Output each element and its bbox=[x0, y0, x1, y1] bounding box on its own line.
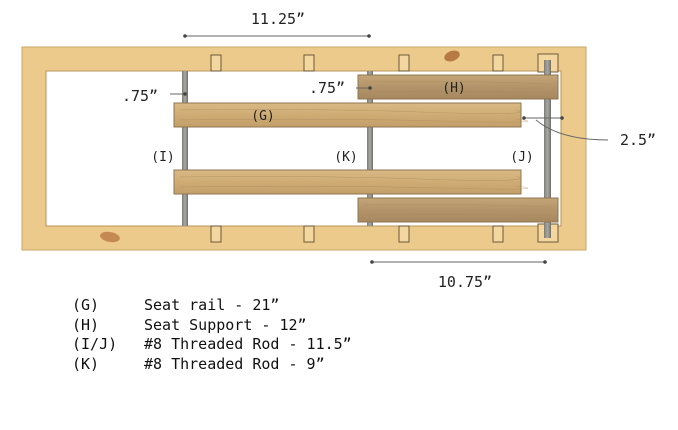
slot bbox=[398, 225, 410, 243]
dim-end bbox=[543, 260, 547, 264]
legend-code: (G) bbox=[72, 296, 100, 314]
parts-legend: (G) Seat rail - 21” (H) Seat Support - 1… bbox=[72, 296, 352, 374]
slot bbox=[210, 225, 222, 243]
threaded-rod-k bbox=[367, 71, 373, 226]
wood-grain bbox=[179, 81, 553, 217]
spacing-leader bbox=[535, 119, 609, 141]
wood-knot bbox=[100, 231, 120, 243]
dim-end bbox=[367, 34, 371, 38]
legend-text: #8 Threaded Rod - 9” bbox=[144, 354, 325, 373]
seat-rail-g-bottom bbox=[173, 169, 522, 195]
legend-row: (G) Seat rail - 21” bbox=[72, 296, 352, 316]
spacing-label: 2.5” bbox=[620, 131, 656, 149]
legend-text: #8 Threaded Rod - 11.5” bbox=[144, 335, 352, 353]
part-label-k: (K) bbox=[334, 150, 357, 165]
legend-code: (K) bbox=[72, 354, 100, 373]
dim-end bbox=[368, 86, 372, 90]
bottom-span-label: 10.75” bbox=[438, 273, 492, 290]
wood-knot bbox=[444, 50, 460, 62]
slot bbox=[303, 54, 315, 72]
right-offset-label: .75” bbox=[309, 79, 345, 97]
bench-assembly-diagram: 11.25” 10.75” .75” .75” 2.5” (H) (G) (I)… bbox=[21, 10, 656, 290]
top-span-label: 11.25” bbox=[251, 10, 305, 28]
slot bbox=[398, 54, 410, 72]
legend-row: (K) #8 Threaded Rod - 9” bbox=[72, 355, 352, 375]
slot bbox=[210, 54, 222, 72]
seat-support-h-bottom bbox=[357, 197, 559, 223]
legend-code: (H) bbox=[72, 315, 100, 334]
slot bbox=[492, 54, 504, 72]
slot bbox=[492, 225, 504, 243]
dim-end bbox=[370, 260, 374, 264]
part-label-g: (G) bbox=[251, 109, 274, 124]
threaded-rod-j bbox=[544, 60, 551, 238]
slot bbox=[303, 225, 315, 243]
legend-row: (I/J) #8 Threaded Rod - 11.5” bbox=[72, 335, 352, 355]
legend-text: Seat rail - 21” bbox=[144, 296, 280, 314]
legend-text: Seat Support - 12” bbox=[144, 315, 307, 334]
part-label-h: (H) bbox=[442, 81, 465, 96]
legend-code: (I/J) bbox=[72, 335, 118, 353]
part-label-j: (J) bbox=[510, 150, 533, 165]
dim-end bbox=[560, 116, 564, 120]
dim-end bbox=[522, 116, 526, 120]
dim-end bbox=[183, 34, 187, 38]
dim-end bbox=[183, 92, 187, 96]
seat-support-h-top bbox=[357, 74, 559, 100]
bottom-slots bbox=[210, 223, 559, 243]
left-offset-label: .75” bbox=[122, 87, 158, 105]
threaded-rod-i bbox=[182, 71, 188, 226]
part-label-i: (I) bbox=[151, 150, 174, 165]
legend-row: (H) Seat Support - 12” bbox=[72, 316, 352, 336]
seat-rail-g-top bbox=[173, 102, 522, 128]
